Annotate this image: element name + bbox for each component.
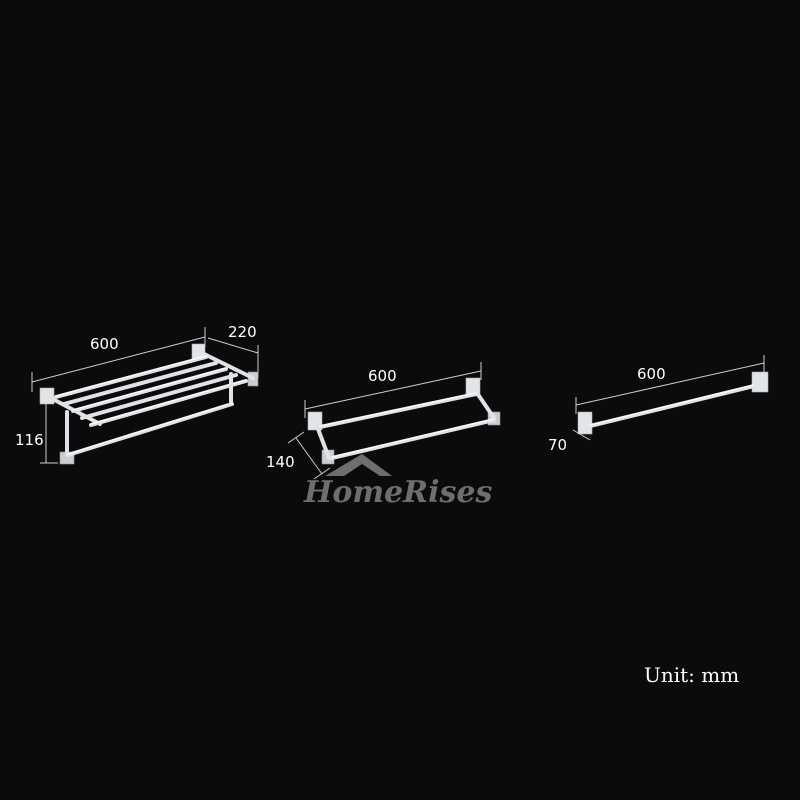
rack-height-dimension: 116 <box>15 396 58 464</box>
double-bar-depth-dimension: 140 <box>266 431 331 480</box>
towel-shelf-rack: 600 220 116 <box>15 323 259 465</box>
single-bar-body <box>577 371 769 435</box>
double-towel-bar: 600 140 <box>266 362 501 480</box>
single-bar-depth-label: 70 <box>548 436 567 454</box>
single-towel-bar: 600 70 <box>548 355 769 454</box>
double-bar-length-label: 600 <box>368 367 397 385</box>
rack-height-label: 116 <box>15 431 44 449</box>
rack-body <box>39 343 259 465</box>
unit-label: Unit: mm <box>644 663 739 687</box>
rack-length-dimension: 600 <box>31 327 206 392</box>
house-roof-icon <box>325 454 392 476</box>
double-bar-body <box>307 377 501 465</box>
single-bar-length-label: 600 <box>637 365 666 383</box>
double-bar-depth-label: 140 <box>266 453 295 471</box>
double-bar-length-dimension: 600 <box>304 362 482 418</box>
single-bar-depth-dimension: 70 <box>548 429 591 454</box>
rack-depth-label: 220 <box>228 323 257 341</box>
rack-length-label: 600 <box>90 335 119 353</box>
homerises-watermark: HomeRises <box>303 454 492 510</box>
watermark-brand: HomeRises <box>303 475 492 510</box>
single-bar-length-dimension: 600 <box>575 355 765 414</box>
